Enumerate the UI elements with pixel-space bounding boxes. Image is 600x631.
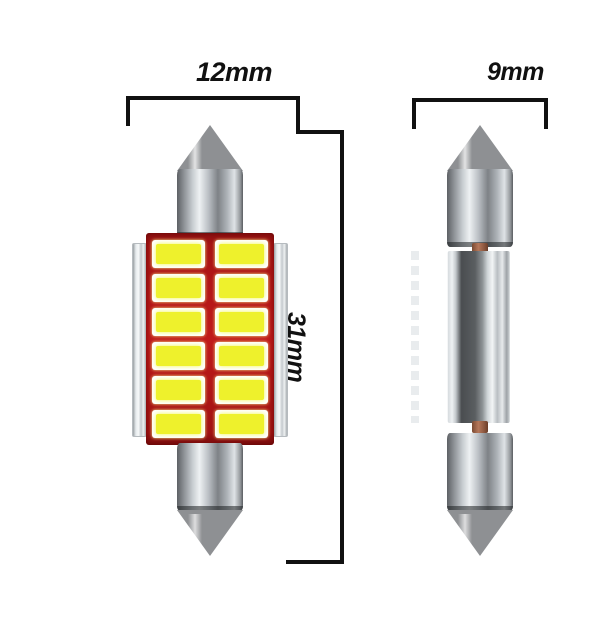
dimension-bracket-9mm-right-tick <box>544 98 548 129</box>
bulb-front-top-cap-barrel <box>177 169 243 237</box>
led-chip <box>152 274 205 302</box>
bulb-side-top-cap-cone <box>447 125 513 171</box>
dimension-bracket-31mm-bottom-tick <box>286 560 344 564</box>
led-chip <box>215 342 268 370</box>
dimension-label-width-front: 12mm <box>196 57 273 87</box>
dimension-bracket-12mm-left-tick <box>126 96 130 126</box>
led-chip <box>152 410 205 438</box>
bulb-side-bottom-cap-cone <box>447 510 513 556</box>
led-chip <box>215 308 268 336</box>
dimension-bracket-12mm-step-vertical <box>296 96 300 134</box>
led-row <box>152 376 268 404</box>
led-row <box>152 308 268 336</box>
dimension-bracket-12mm-step-horizontal <box>296 130 344 134</box>
bulb-side-bottom-cap-barrel <box>447 433 513 511</box>
dimension-label-width-side: 9mm <box>487 58 544 86</box>
bulb-side-heatsink-body <box>447 251 510 423</box>
bulb-side-heatsink-notched-edge <box>411 251 419 423</box>
dimension-bracket-12mm-top-bar <box>126 96 300 100</box>
bulb-front-led-circuit-board <box>146 233 274 445</box>
led-chip <box>152 308 205 336</box>
led-chip <box>152 342 205 370</box>
bulb-side-top-cap-barrel <box>447 169 513 247</box>
bulb-front-heatsink-fin-left <box>132 243 147 437</box>
led-chip <box>215 274 268 302</box>
led-row <box>152 274 268 302</box>
led-chip <box>215 410 268 438</box>
dimension-bracket-31mm-vertical-line <box>340 130 344 564</box>
led-chip <box>152 376 205 404</box>
led-chip <box>215 240 268 268</box>
led-festoon-bulb-side-view <box>411 125 545 556</box>
dimension-bracket-9mm-left-tick <box>412 98 416 129</box>
led-festoon-bulb-front-view <box>120 125 300 556</box>
bulb-front-bottom-cap-barrel <box>177 443 243 511</box>
bulb-front-bottom-cap-cone <box>177 510 243 556</box>
dimension-bracket-9mm-top-bar <box>412 98 548 102</box>
led-row <box>152 342 268 370</box>
bulb-front-heatsink-fin-right <box>273 243 288 437</box>
led-row <box>152 410 268 438</box>
led-chip <box>152 240 205 268</box>
bulb-side-bottom-contact-pin <box>472 421 488 433</box>
bulb-front-top-cap-cone <box>177 125 243 171</box>
led-chip <box>215 376 268 404</box>
led-row <box>152 240 268 268</box>
